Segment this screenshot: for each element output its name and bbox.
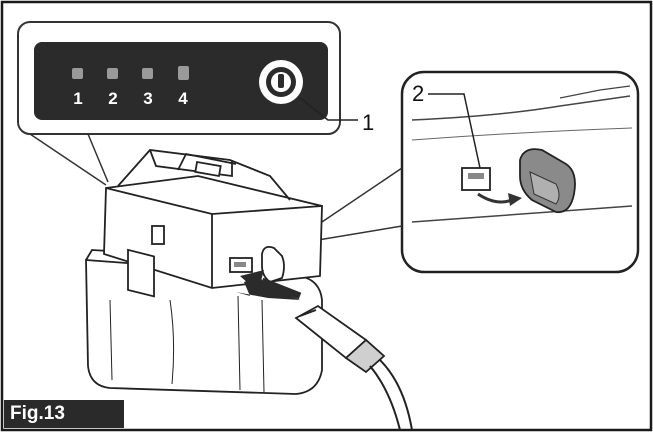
- callout-1-leader: [299, 97, 358, 121]
- led-label-2: 2: [108, 89, 117, 108]
- led-1: [72, 68, 83, 79]
- port-detail-inset: [400, 70, 640, 274]
- callout-2-leader: [428, 93, 481, 169]
- figure-label: Fig.13: [4, 400, 124, 428]
- inset-connector-top: [315, 167, 403, 227]
- led-label-1: 1: [73, 89, 82, 108]
- led-3: [142, 68, 153, 79]
- control-panel: 1 2 3 4: [34, 42, 328, 120]
- callout-number-1: 1: [362, 110, 375, 135]
- usb-cable: [294, 304, 413, 431]
- power-button-icon: [259, 60, 303, 104]
- callout-number-2: 2: [412, 81, 425, 106]
- led-label-3: 3: [143, 89, 152, 108]
- insert-direction-arrow: [236, 270, 302, 300]
- inset-connector-bottom: [317, 225, 403, 241]
- led-2: [107, 68, 118, 79]
- led-4: [178, 66, 189, 80]
- led-label-4: 4: [178, 89, 188, 108]
